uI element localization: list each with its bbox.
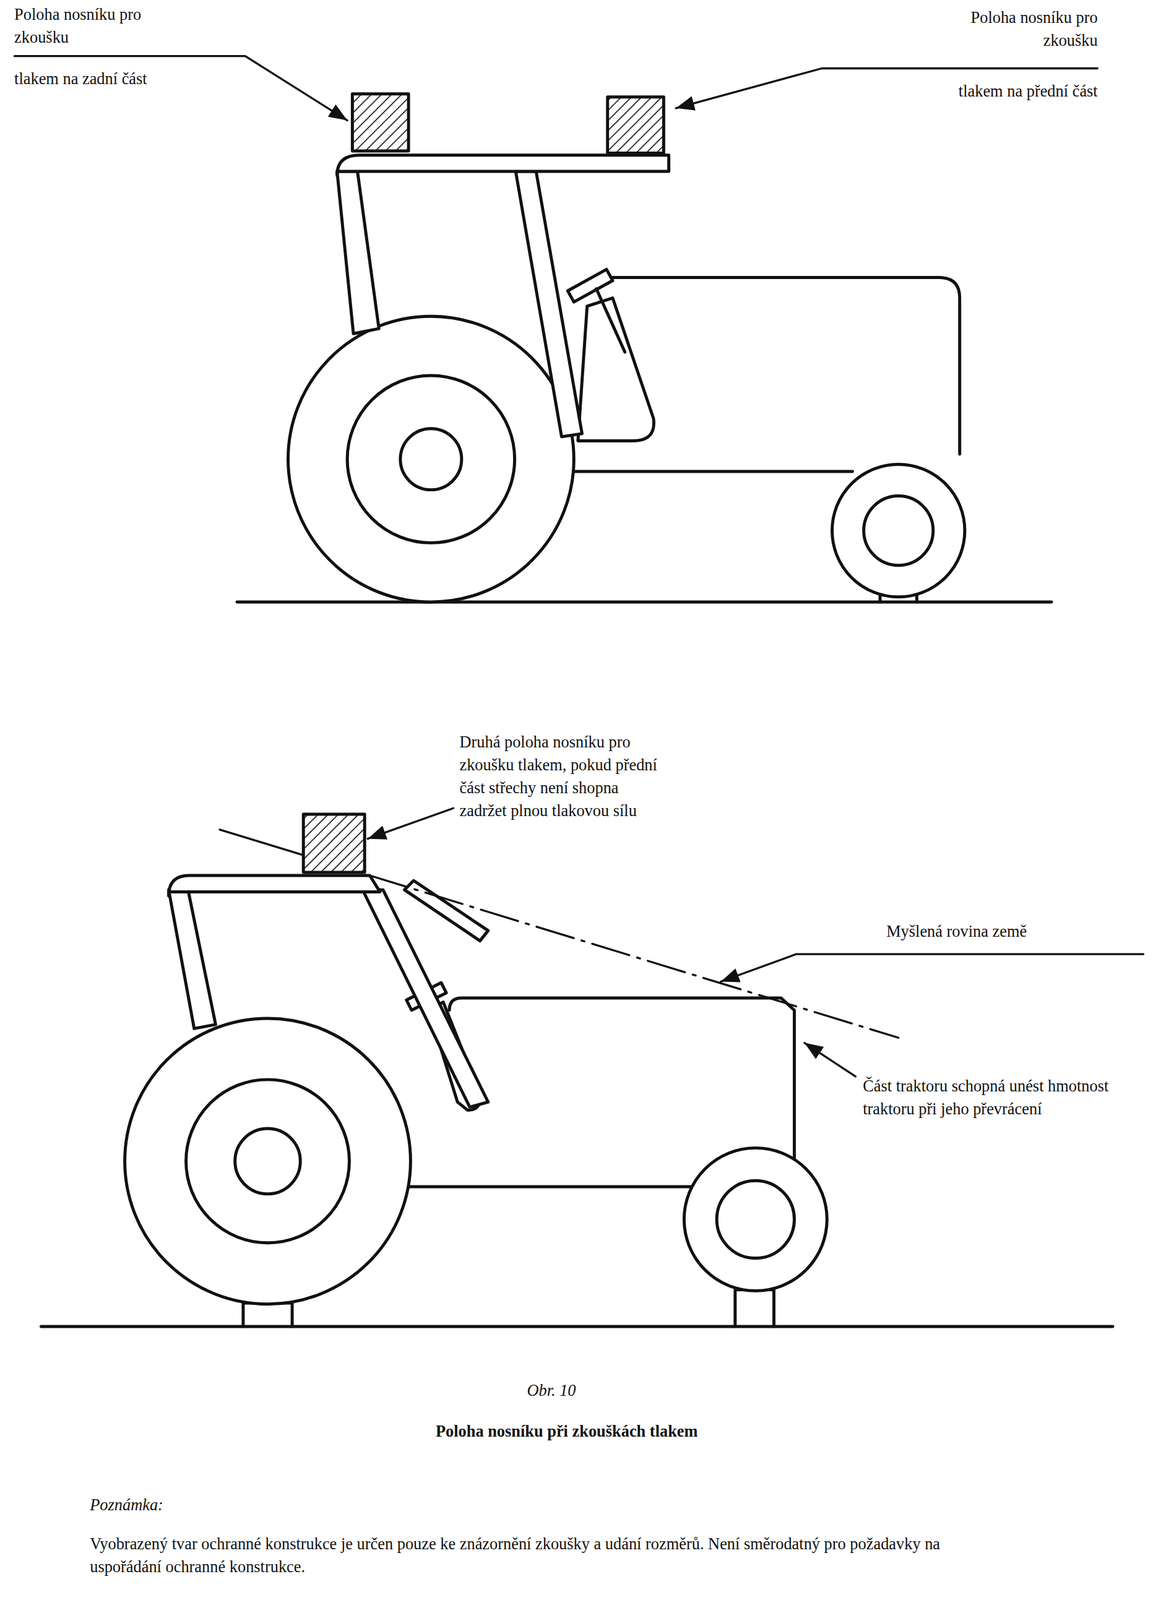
- front-rim: [716, 1180, 795, 1259]
- rear-hub: [400, 428, 462, 491]
- tyre-contact: [243, 1303, 293, 1327]
- tyre-contact: [735, 1290, 775, 1327]
- steering-wheel: [567, 269, 613, 303]
- front-wheel: [832, 464, 965, 597]
- callout-label: tlakem na přední část: [878, 79, 1098, 103]
- front-rim: [863, 496, 934, 566]
- leaders-bottom: [367, 808, 1144, 1077]
- note-heading: Poznámka:: [89, 1493, 294, 1517]
- ground-plane-line: [369, 875, 898, 1038]
- callout-label: Druhá poloha nosníku pro zkoušku tlakem,…: [459, 730, 664, 823]
- steering-column: [596, 289, 626, 353]
- seat: [578, 298, 655, 442]
- leader-line: [367, 808, 454, 839]
- roof: [168, 875, 380, 897]
- hood: [612, 277, 960, 455]
- front-wheel: [683, 1148, 827, 1291]
- callout-label: Poloha nosníku pro zkoušku: [14, 3, 168, 49]
- ground-line: [40, 1325, 1113, 1329]
- rear-post: [337, 171, 380, 334]
- callout-label: tlakem na zadní část: [14, 67, 249, 91]
- ground-plane-line: [219, 829, 304, 856]
- rear-wheel: [125, 1018, 411, 1305]
- callout-label: Myšlená rovina země: [886, 920, 1121, 944]
- rear-wheel: [287, 316, 574, 603]
- chassis: [569, 449, 853, 472]
- callout-label: Část traktoru schopná unést hmotnost tra…: [862, 1074, 1154, 1121]
- rear-hub: [235, 1128, 301, 1195]
- rear-rim: [347, 375, 515, 543]
- leader-line: [720, 954, 1144, 983]
- leader-line: [804, 1043, 856, 1077]
- figure-caption: Poloha nosníku při zkouškách tlakem: [260, 1420, 874, 1444]
- tractor-top: [237, 94, 1052, 603]
- callout-label: Poloha nosníku pro zkoušku: [944, 6, 1098, 52]
- rear-post: [168, 889, 216, 1029]
- front-post: [515, 171, 582, 437]
- rear-rim: [186, 1079, 350, 1244]
- leader-line: [675, 68, 1098, 108]
- hood: [449, 998, 795, 1164]
- tractor-bottom: [40, 814, 1113, 1327]
- ground-line: [237, 600, 1052, 605]
- note-text: Vyobrazený tvar ochranné konstrukce je u…: [89, 1532, 958, 1579]
- chassis: [408, 1185, 720, 1189]
- beam-rear: [352, 94, 409, 152]
- beam-front: [607, 97, 665, 154]
- roof: [337, 155, 669, 176]
- leaders-top: [14, 56, 1098, 121]
- leader-line: [14, 56, 348, 121]
- beam-second: [303, 814, 365, 873]
- figure-number: Obr. 10: [449, 1379, 654, 1403]
